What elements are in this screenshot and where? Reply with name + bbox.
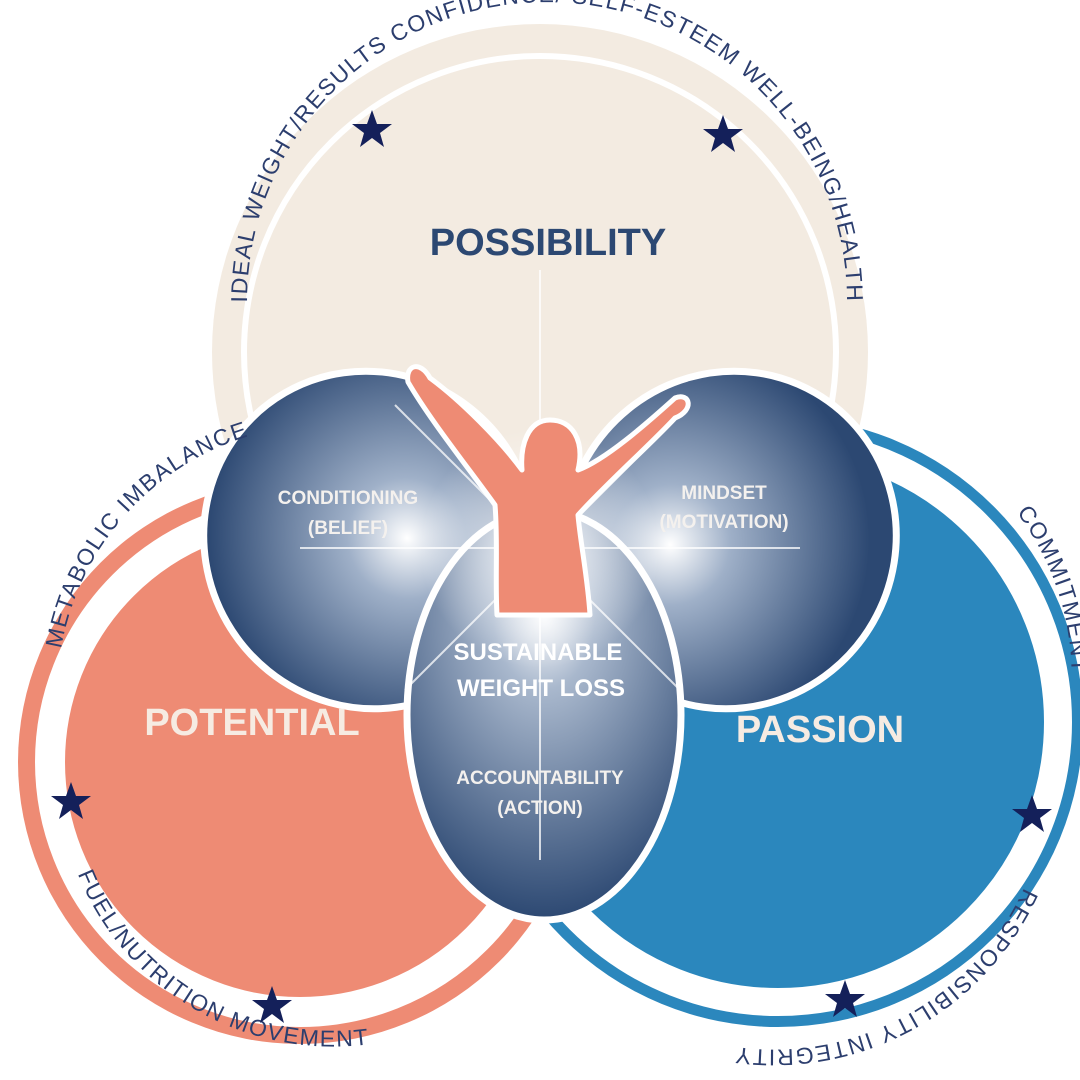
motivation-label: (MOTIVATION) (659, 512, 788, 533)
passion-title: PASSION (736, 709, 904, 751)
accountability-label: ACCOUNTABILITY (456, 768, 624, 789)
weight-loss-label: WEIGHT LOSS (457, 675, 625, 702)
possibility-title: POSSIBILITY (430, 222, 666, 264)
action-label: (ACTION) (497, 798, 582, 819)
potential-title: POTENTIAL (144, 702, 359, 744)
conditioning-label: CONDITIONING (278, 488, 418, 509)
sustainable-label: SUSTAINABLE (454, 639, 623, 666)
mindset-label: MINDSET (681, 483, 767, 504)
belief-label: (BELIEF) (308, 518, 388, 539)
